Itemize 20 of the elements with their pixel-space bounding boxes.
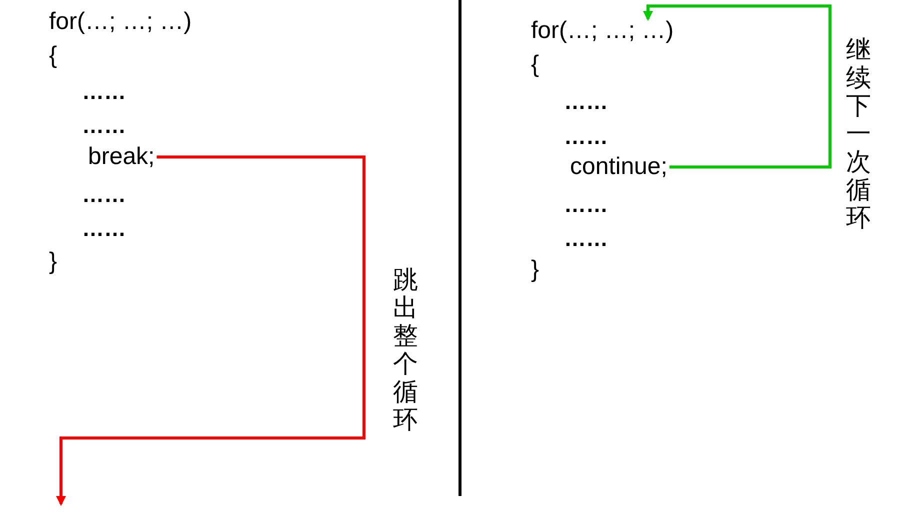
edge-label: 继续下一次循环 <box>846 36 872 232</box>
arrow <box>56 156 366 506</box>
ellipsis-line: …… <box>82 78 126 106</box>
code-line: break; <box>88 143 155 171</box>
ellipsis-line: …… <box>82 215 126 243</box>
code-line: for(…; …; …) <box>49 8 192 36</box>
ellipsis-line: …… <box>82 181 126 209</box>
arrow <box>643 4 832 168</box>
ellipsis-line: …… <box>564 191 608 219</box>
ellipsis-line: …… <box>82 112 126 140</box>
brace: } <box>531 256 540 284</box>
code-line: continue; <box>570 153 668 181</box>
ellipsis-line: …… <box>564 123 608 151</box>
brace: { <box>531 51 540 79</box>
ellipsis-line: …… <box>564 225 608 253</box>
ellipsis-line: …… <box>564 88 608 116</box>
brace: { <box>49 42 58 70</box>
edge-label: 跳出整个循环 <box>393 266 419 434</box>
brace: } <box>49 248 58 276</box>
code-line: for(…; …; …) <box>531 17 674 45</box>
